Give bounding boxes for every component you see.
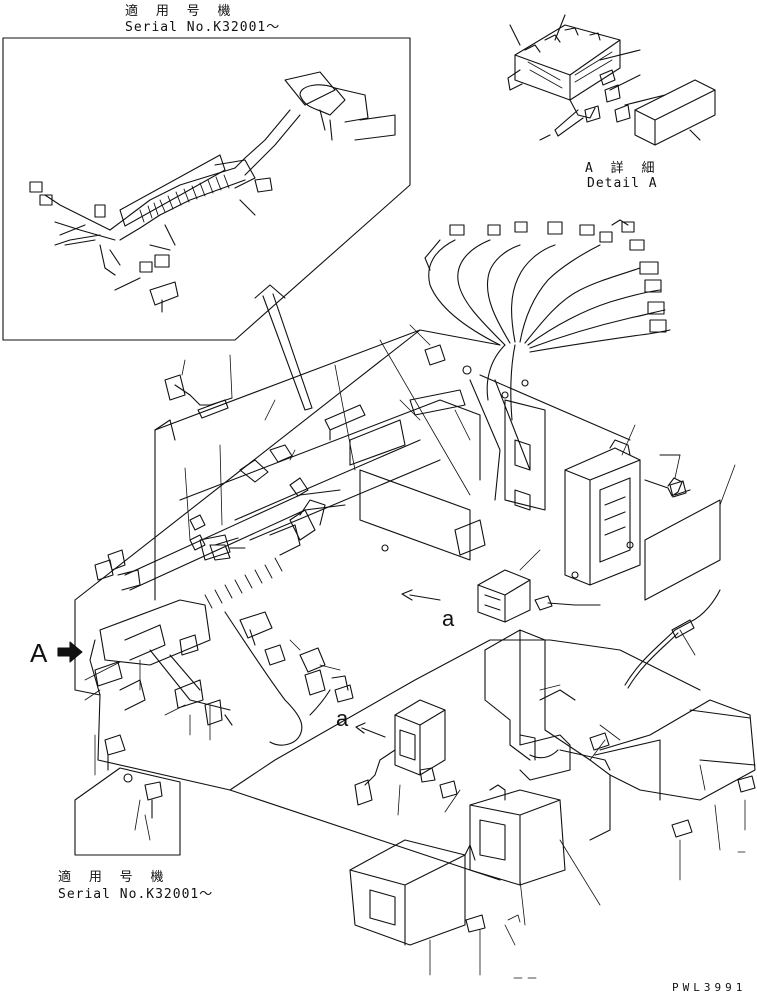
main-floor-frame bbox=[74, 329, 701, 881]
direction-arrow-up bbox=[254, 284, 313, 411]
left-harness bbox=[94, 374, 349, 771]
control-box-lower bbox=[354, 699, 446, 806]
view-a-label: A bbox=[30, 638, 48, 668]
inset-frame-top bbox=[2, 37, 411, 341]
upper-harness-connectors bbox=[424, 219, 671, 421]
drawing-number: PWL3991 bbox=[672, 981, 747, 994]
detail-a-en-label: Detail A bbox=[587, 176, 658, 191]
arrow-a2-label: a bbox=[336, 706, 349, 731]
detail-a-jp-label: A 詳 細 bbox=[585, 161, 660, 176]
arrow-a1-label: a bbox=[442, 606, 455, 631]
controller-unit bbox=[479, 374, 691, 586]
top-serial-label: Serial No.K32001～ bbox=[125, 20, 281, 35]
inset-harness-top bbox=[29, 71, 396, 313]
relay-module bbox=[477, 569, 576, 623]
misc-markers bbox=[507, 851, 746, 979]
air-duct-assembly bbox=[349, 629, 756, 946]
side-panel bbox=[644, 499, 721, 601]
leader-lines bbox=[84, 324, 746, 976]
arrow-a-lower bbox=[355, 722, 386, 738]
detail-a-connector-block bbox=[507, 14, 716, 146]
top-applicable-label: 適 用 号 機 bbox=[125, 4, 236, 19]
view-arrow-a bbox=[57, 641, 83, 663]
bottom-applicable-label: 適 用 号 機 bbox=[58, 870, 169, 885]
arrow-a-right bbox=[401, 589, 441, 601]
sensor-cable bbox=[624, 589, 721, 689]
bottom-serial-label: Serial No.K32001～ bbox=[58, 887, 214, 902]
inset-frame-bottom bbox=[74, 767, 181, 856]
